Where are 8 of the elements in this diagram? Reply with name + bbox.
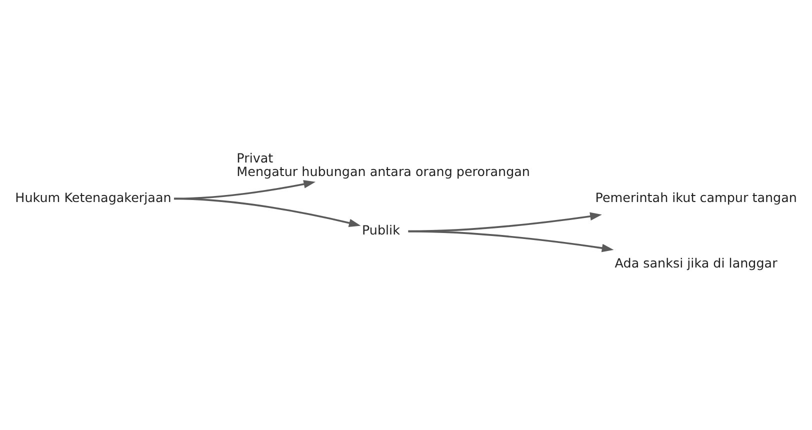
arrow	[408, 230, 614, 252]
node-text: Hukum Ketenagakerjaan	[15, 190, 172, 206]
node-text: Privat Mengatur hubungan antara orang perorangan	[236, 150, 530, 180]
node-text: Pemerintah ikut campur tangan	[595, 190, 797, 206]
node-text: Ada sanksi jika di langgar	[614, 255, 778, 270]
arrow	[174, 180, 316, 200]
arrow	[174, 198, 361, 227]
node-text: Publik	[362, 222, 400, 238]
